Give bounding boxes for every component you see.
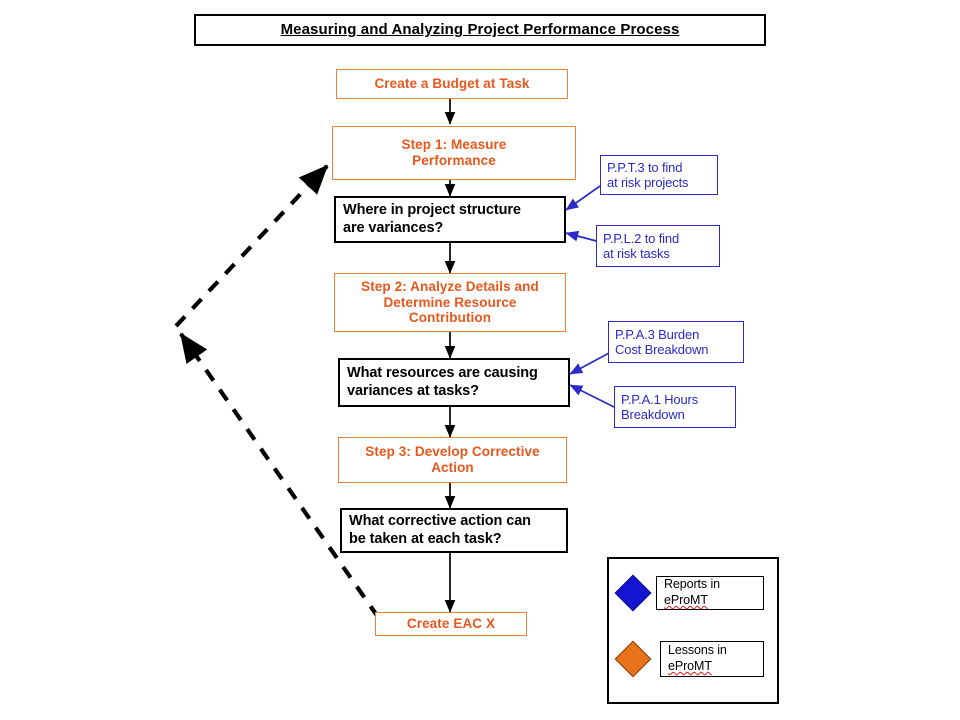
node-step3-label: Step 3: Develop Corrective Action bbox=[365, 444, 540, 475]
arrow-ppt3-to-q1 bbox=[565, 185, 601, 211]
legend-item-reports[interactable]: Reports in eProMT bbox=[614, 574, 764, 612]
legend-item-lessons[interactable]: Lessons in eProMT bbox=[614, 640, 764, 678]
arrow-ppa1-to-q2 bbox=[569, 384, 615, 408]
ref-ppl2-label: P.P.L.2 to find at risk tasks bbox=[603, 230, 680, 261]
node-step2-label: Step 2: Analyze Details and Determine Re… bbox=[361, 278, 539, 326]
legend-reports-line1: Reports in bbox=[664, 577, 720, 592]
diagram-title-box: Measuring and Analyzing Project Performa… bbox=[194, 14, 766, 46]
node-step1-label: Step 1: Measure Performance bbox=[401, 137, 507, 168]
page-title: Measuring and Analyzing Project Performa… bbox=[280, 21, 680, 39]
ref-ppa1[interactable]: P.P.A.1 Hours Breakdown bbox=[614, 386, 736, 428]
node-question-2-label: What resources are causing variances at … bbox=[347, 365, 538, 399]
legend-lessons-line2: eProMT bbox=[668, 659, 712, 673]
node-step3[interactable]: Step 3: Develop Corrective Action bbox=[338, 437, 567, 483]
node-question-1-label: Where in project structure are variances… bbox=[343, 202, 521, 236]
node-create-budget[interactable]: Create a Budget at Task bbox=[336, 69, 568, 99]
node-question-3[interactable]: What corrective action can be taken at e… bbox=[340, 508, 568, 553]
ref-ppa1-label: P.P.A.1 Hours Breakdown bbox=[621, 391, 699, 422]
ref-ppl2[interactable]: P.P.L.2 to find at risk tasks bbox=[596, 225, 720, 267]
orange-diamond-icon bbox=[614, 640, 652, 678]
node-create-eac[interactable]: Create EAC X bbox=[375, 612, 527, 636]
legend-reports-label: Reports in eProMT bbox=[656, 576, 764, 610]
feedback-dash-upper bbox=[174, 164, 329, 328]
blue-diamond-icon bbox=[614, 574, 652, 612]
node-create-budget-label: Create a Budget at Task bbox=[374, 76, 530, 92]
node-question-2[interactable]: What resources are causing variances at … bbox=[338, 358, 570, 407]
ref-ppa3-label: P.P.A.3 Burden Cost Breakdown bbox=[615, 326, 709, 357]
node-create-eac-label: Create EAC X bbox=[406, 616, 496, 632]
node-question-1[interactable]: Where in project structure are variances… bbox=[334, 196, 566, 243]
node-step2[interactable]: Step 2: Analyze Details and Determine Re… bbox=[334, 273, 566, 332]
legend-lessons-line1: Lessons in bbox=[668, 643, 727, 658]
ref-ppt3[interactable]: P.P.T.3 to find at risk projects bbox=[600, 155, 718, 195]
ref-ppa3[interactable]: P.P.A.3 Burden Cost Breakdown bbox=[608, 321, 744, 363]
node-step1[interactable]: Step 1: Measure Performance bbox=[332, 126, 576, 180]
ref-ppt3-label: P.P.T.3 to find at risk projects bbox=[607, 159, 689, 190]
arrow-ppa3-to-q2 bbox=[569, 351, 612, 375]
node-question-3-label: What corrective action can be taken at e… bbox=[349, 513, 531, 547]
legend-lessons-label: Lessons in eProMT bbox=[660, 641, 764, 677]
legend-reports-line2: eProMT bbox=[664, 593, 708, 607]
